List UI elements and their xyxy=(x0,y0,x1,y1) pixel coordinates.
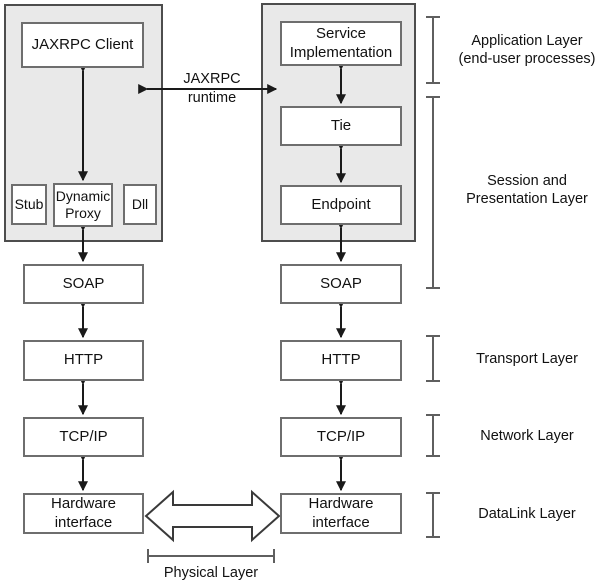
box-tie: Tie xyxy=(280,106,402,146)
box-hardware-client: Hardware interface xyxy=(23,493,144,534)
box-tie-label: Tie xyxy=(330,116,352,134)
layer-brackets xyxy=(147,16,440,563)
bracket-physical-layer xyxy=(147,549,275,563)
label-session-layer: Session and Presentation Layer xyxy=(466,173,588,207)
label-physical-layer: Physical Layer xyxy=(163,565,259,581)
box-stub: Stub xyxy=(11,184,47,225)
box-http-server-label: HTTP xyxy=(321,351,361,369)
box-hardware-client-label: Hardware interface xyxy=(50,495,117,531)
box-stub-label: Stub xyxy=(14,195,44,212)
label-application-layer: Application Layer (end-user processes) xyxy=(458,33,596,67)
box-jaxrpc-client-label: JAXRPC Client xyxy=(31,35,134,53)
box-dll: Dll xyxy=(123,184,157,225)
box-service-implementation-label: Service Implementation xyxy=(289,25,393,61)
box-tcpip-client: TCP/IP xyxy=(23,417,144,457)
bracket-datalink-layer xyxy=(426,492,440,538)
bracket-session-layer xyxy=(426,96,440,289)
box-dll-label: Dll xyxy=(131,195,149,212)
box-http-client: HTTP xyxy=(23,340,144,381)
box-dynamic-proxy: Dynamic Proxy xyxy=(53,183,113,227)
box-soap-client: SOAP xyxy=(23,264,144,304)
box-service-implementation: Service Implementation xyxy=(280,21,402,66)
bracket-transport-layer xyxy=(426,335,440,382)
bracket-network-layer xyxy=(426,414,440,457)
label-network-layer: Network Layer xyxy=(480,428,574,444)
box-http-client-label: HTTP xyxy=(63,351,104,369)
box-hardware-server-label: Hardware interface xyxy=(308,495,374,531)
box-dynamic-proxy-label: Dynamic Proxy xyxy=(55,187,111,221)
box-tcpip-client-label: TCP/IP xyxy=(59,427,108,445)
box-http-server: HTTP xyxy=(280,340,402,381)
box-soap-server-label: SOAP xyxy=(320,274,362,292)
physical-link-hollow-arrow xyxy=(144,489,281,543)
label-datalink-layer: DataLink Layer xyxy=(478,506,576,522)
box-soap-client-label: SOAP xyxy=(62,274,105,292)
bracket-application-layer xyxy=(426,16,440,84)
box-jaxrpc-client: JAXRPC Client xyxy=(21,22,144,68)
box-tcpip-server-label: TCP/IP xyxy=(316,427,366,445)
box-endpoint-label: Endpoint xyxy=(311,195,371,213)
box-soap-server: SOAP xyxy=(280,264,402,304)
box-endpoint: Endpoint xyxy=(280,185,402,225)
box-hardware-server: Hardware interface xyxy=(280,493,402,534)
jaxrpc-runtime-label: JAXRPC runtime xyxy=(183,71,241,106)
label-transport-layer: Transport Layer xyxy=(476,351,578,367)
box-tcpip-server: TCP/IP xyxy=(280,417,402,457)
